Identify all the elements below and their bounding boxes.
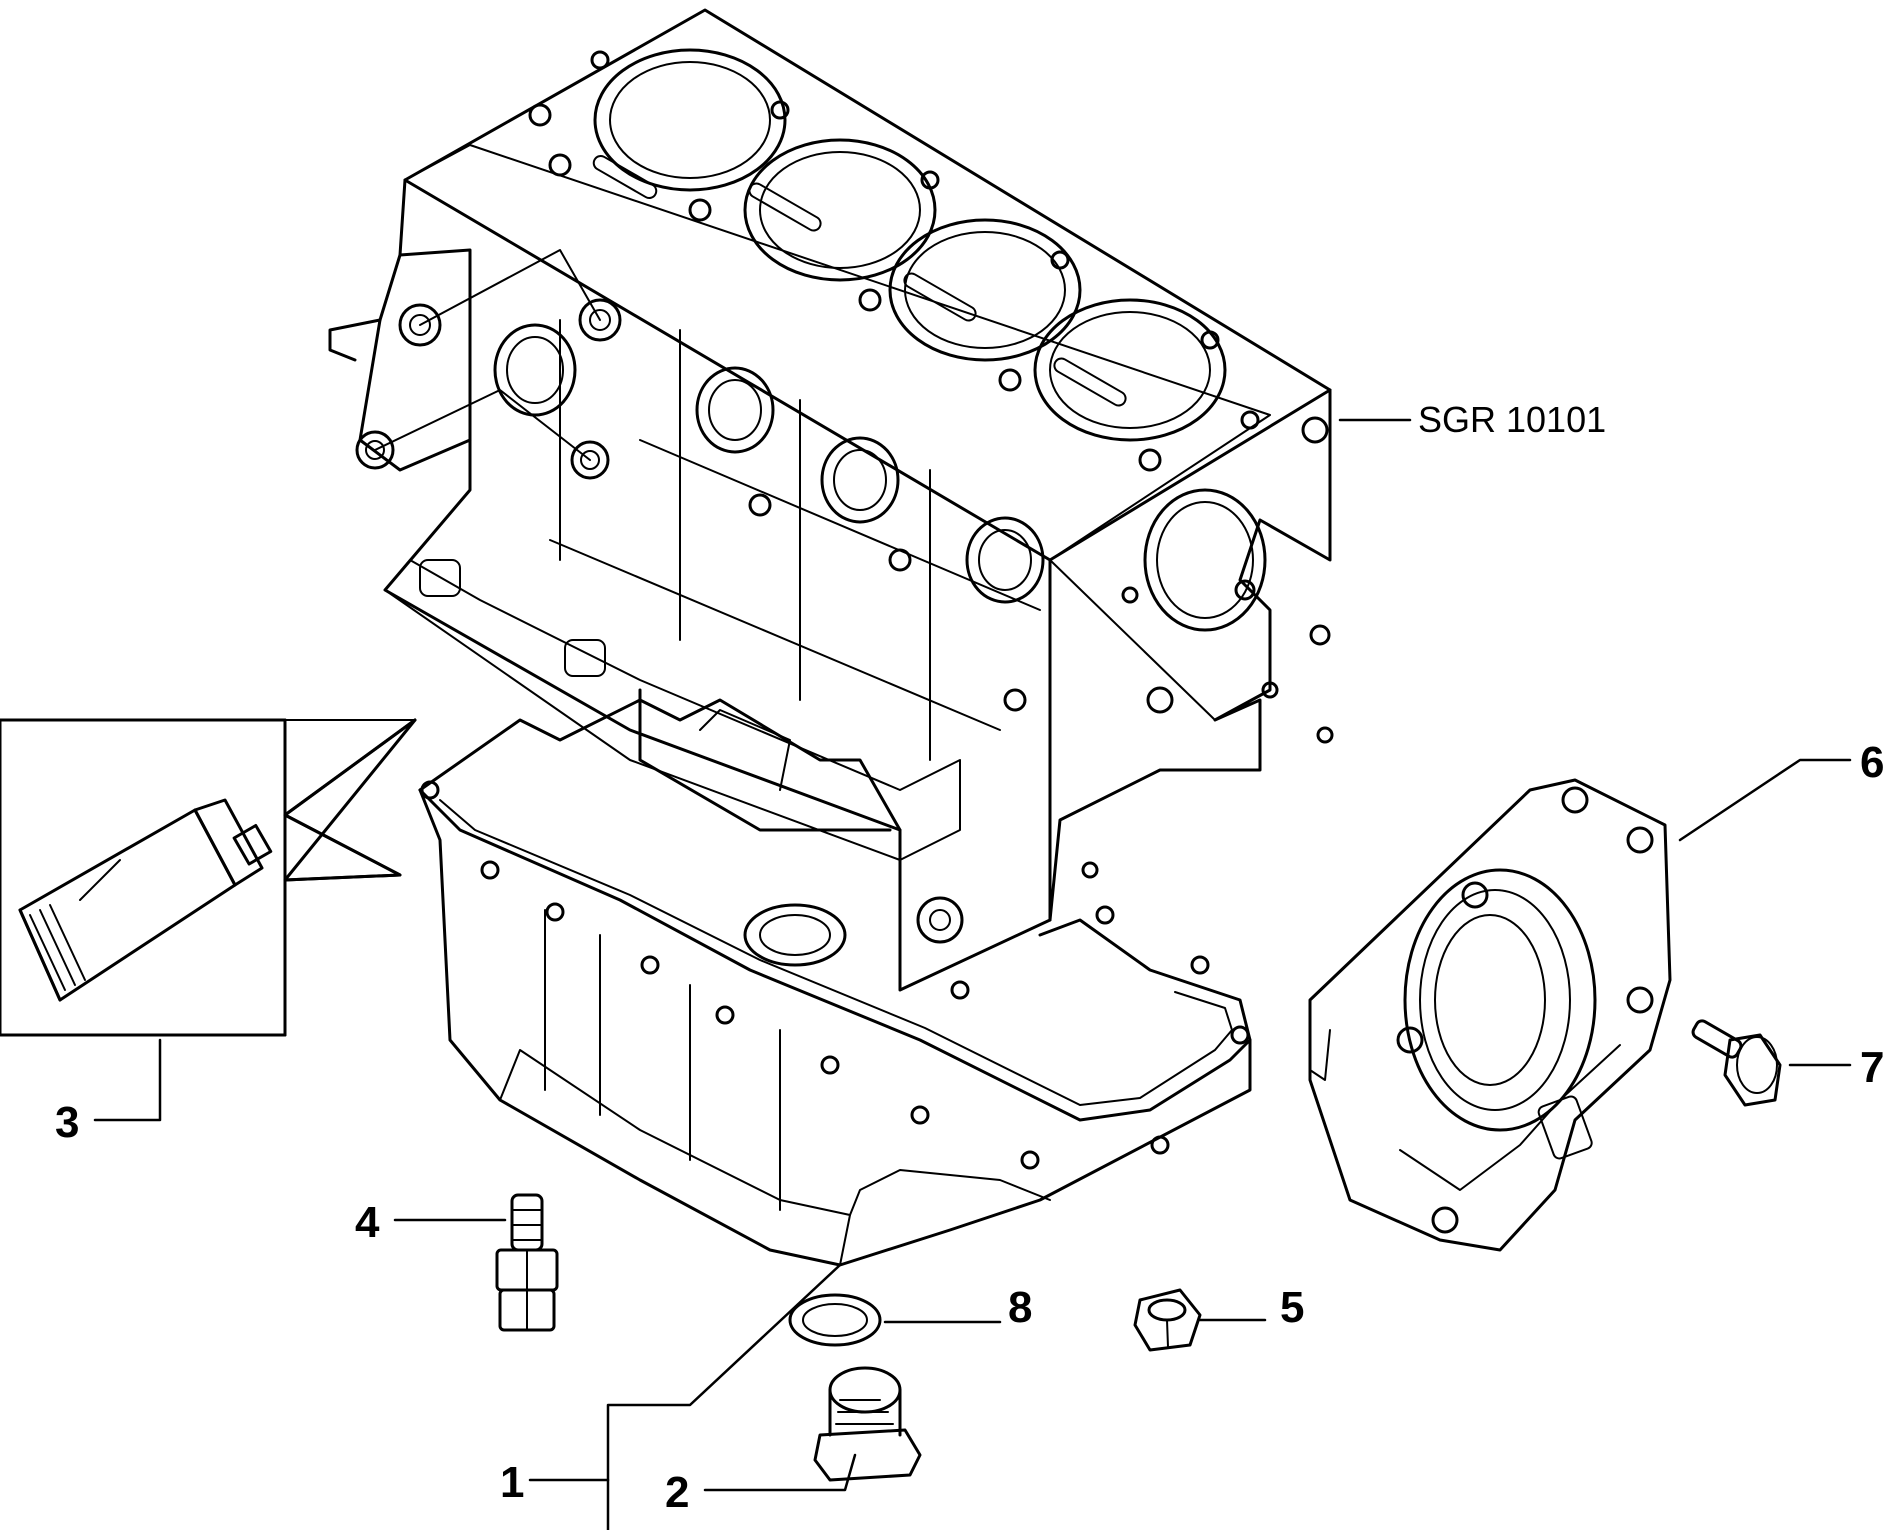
- bolt: [1691, 1019, 1782, 1107]
- callout-1: 1: [500, 1458, 524, 1507]
- callout-4: 4: [355, 1198, 380, 1247]
- callout-5: 5: [1280, 1283, 1304, 1332]
- callout-7: 7: [1860, 1043, 1884, 1092]
- callout-2: 2: [665, 1468, 689, 1517]
- reference-code: SGR 10101: [1418, 399, 1606, 440]
- drain-plug: [813, 1366, 922, 1482]
- leader-lines: [93, 418, 1852, 1530]
- oil-sump: [418, 698, 1252, 1267]
- callout-8: 8: [1008, 1283, 1032, 1332]
- sealing-washer: [788, 1293, 882, 1347]
- nut: [1133, 1288, 1202, 1352]
- rear-seal-cover: [1308, 778, 1672, 1252]
- sealant-tube: [0, 718, 417, 1037]
- callout-labels: SGR 10101 6 7 3 4 8 5 1 2: [55, 399, 1884, 1517]
- callout-3: 3: [55, 1098, 79, 1147]
- callout-6: 6: [1860, 738, 1884, 787]
- stud-bolt: [495, 1193, 559, 1332]
- engine-block: [328, 8, 1334, 1000]
